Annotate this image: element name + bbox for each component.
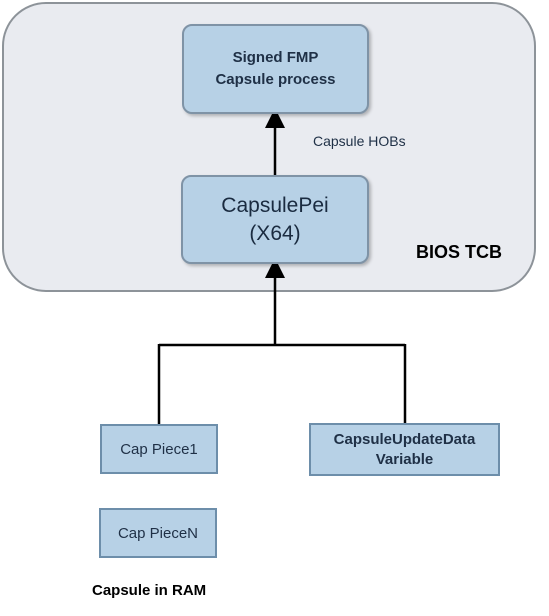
capsule-hobs-label: Capsule HOBs [313,133,406,149]
signed-box-line1: Signed FMP [232,49,319,66]
cap-piece-n-box: Cap PieceN [99,508,217,558]
signed-box-line2: Capsule process [215,71,336,88]
bios-tcb-label: BIOS TCB [416,242,503,262]
cap-piece-1-label: Cap Piece1 [120,440,198,458]
capvar-line2: Variable [375,450,434,468]
capsule-pei-box: CapsulePei (X64) [181,175,369,264]
pei-box-line1: CapsulePei [221,193,329,217]
capsule-update-data-variable-box: CapsuleUpdateData Variable [309,423,500,476]
cap-piece-n-label: Cap PieceN [117,524,199,542]
capvar-line1: CapsuleUpdateData [333,430,476,448]
signed-fmp-capsule-process-box: Signed FMP Capsule process [182,24,369,114]
pei-box-line2: (X64) [249,221,301,245]
capsule-in-ram-label: Capsule in RAM [92,582,207,599]
cap-piece-1-box: Cap Piece1 [100,424,218,474]
